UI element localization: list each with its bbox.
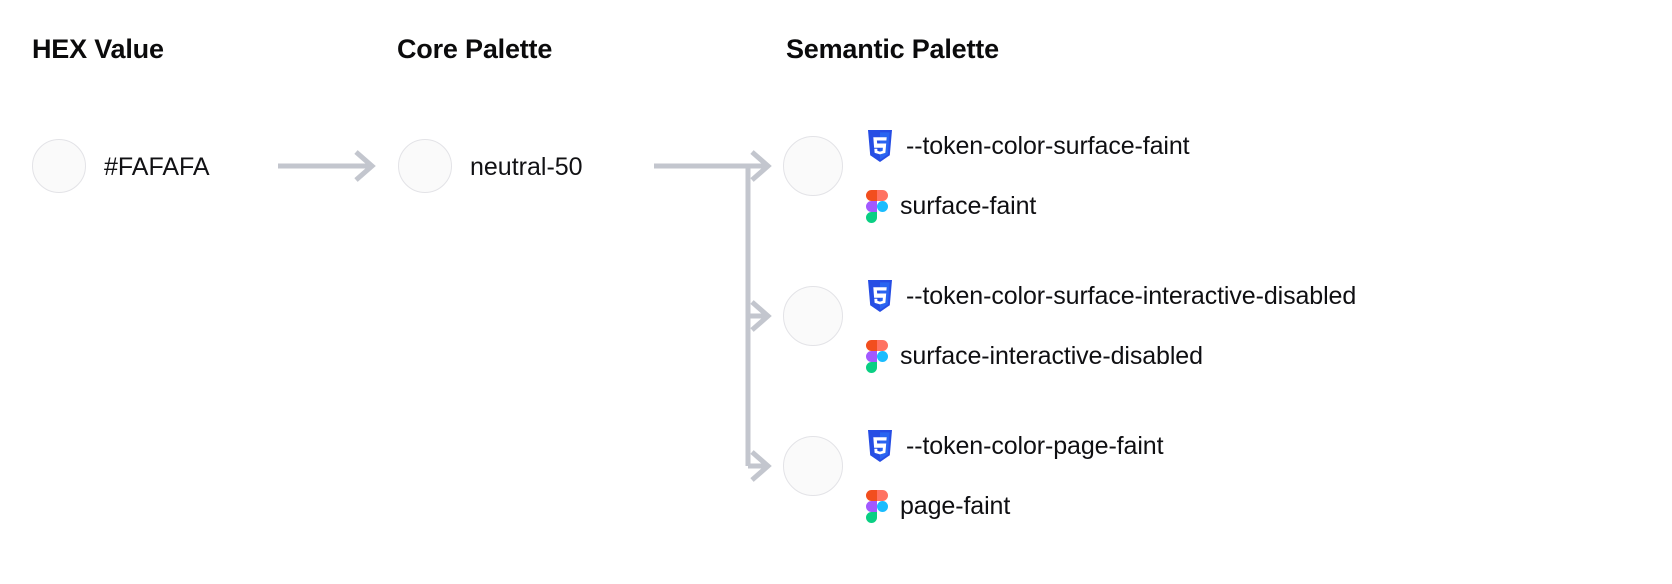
hex-value-label: #FAFAFA [104,153,210,181]
arrow-branch-1-head [750,150,772,182]
css3-icon [866,130,894,162]
figma-icon [866,339,888,373]
token-row-figma: page-faint [866,476,1163,536]
css-variable-name: --token-color-page-faint [906,431,1164,460]
column-title-hex-value: HEX Value [32,34,164,64]
color-swatch-semantic-surface-interactive-disabled [783,286,843,346]
token-group-surface-faint: --token-color-surface-faint surface-fain… [866,116,1190,236]
figma-variable-name: page-faint [900,491,1011,520]
token-row-css: --token-color-surface-interactive-disabl… [866,266,1356,326]
css-variable-name: --token-color-surface-faint [906,131,1190,160]
token-row-css: --token-color-page-faint [866,416,1164,476]
core-palette-label: neutral-50 [470,153,583,181]
color-swatch-hex [32,139,86,193]
arrow-branch-3-head [750,450,772,482]
token-row-figma: surface-interactive-disabled [866,326,1356,386]
figma-icon [866,489,888,523]
arrow-hex-to-core-head [354,150,376,182]
color-swatch-semantic-page-faint [783,436,843,496]
column-title-core-palette: Core Palette [397,34,553,64]
css3-icon [866,280,894,312]
token-row-css: --token-color-surface-faint [866,116,1190,176]
token-group-surface-interactive-disabled: --token-color-surface-interactive-disabl… [866,266,1356,386]
arrow-branch-2-head [750,300,772,332]
figma-icon [866,189,888,223]
figma-variable-name: surface-faint [900,191,1037,220]
token-group-page-faint: --token-color-page-faint page-faint [866,416,1164,536]
css-variable-name: --token-color-surface-interactive-disabl… [906,281,1357,310]
column-title-semantic-palette: Semantic Palette [786,34,999,64]
token-row-figma: surface-faint [866,176,1190,236]
css3-icon [866,430,894,462]
color-swatch-semantic-surface-faint [783,136,843,196]
figma-variable-name: surface-interactive-disabled [900,341,1203,370]
color-swatch-core [398,139,452,193]
